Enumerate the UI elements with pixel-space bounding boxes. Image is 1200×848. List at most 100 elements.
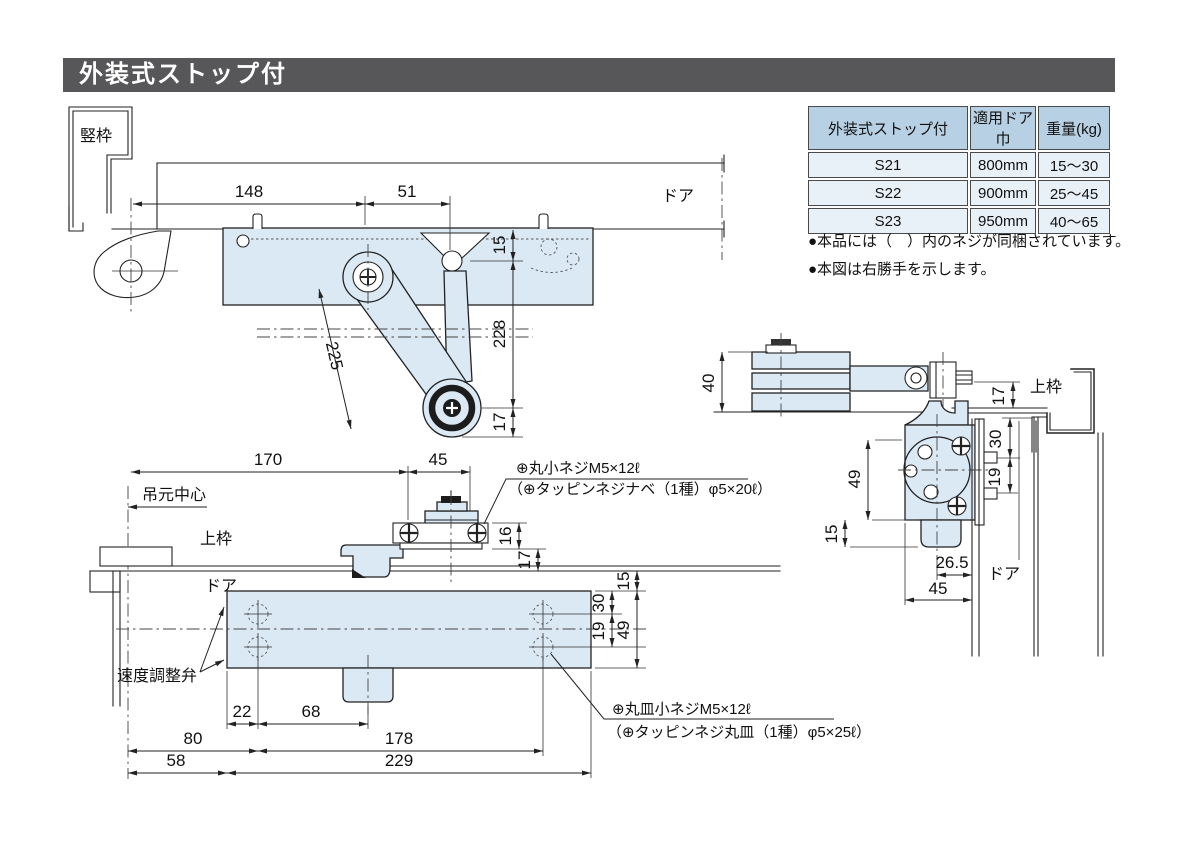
door-label-plan: ドア [662,188,694,205]
section-header-bar: 外装式ストップ付 [63,58,1115,92]
forearm-plan [443,270,473,386]
arm-foot-plan [422,378,482,438]
hinge-wing [93,230,178,299]
pan-screw-line2: （⊕タッピンネジナベ（1種）φ5×20ℓ） [508,481,772,498]
ext-line [850,439,918,548]
mount-bolt [983,487,998,500]
dim-label-178: 178 [385,729,413,748]
mounting-pegs [252,213,549,229]
ext-line [557,590,646,669]
dim-label-58: 58 [167,751,186,770]
phillips-screw [946,495,968,517]
dim-label-22: 22 [233,702,252,721]
dim-label-45: 45 [429,450,448,469]
dim-label-30: 30 [589,594,608,613]
dim-label-17b: 17 [515,551,534,570]
arm-shoe [352,569,366,578]
valve-hole [904,464,918,478]
spec-cell: S23 [808,208,968,234]
spec-col-weight: 重量(kg) [1038,106,1110,150]
flat-screw-line2: （⊕タッピンネジ丸皿（1種）φ5×25ℓ） [607,724,871,741]
ext-line [407,466,471,520]
hinge-center-label: 吊元中心 [142,486,206,504]
dim-label-49b: 49 [845,470,864,489]
dim-label-49: 49 [614,621,633,640]
spec-table: 外装式ストップ付 適用ドア巾 重量(kg) S21 800mm 15〜30 S2… [806,104,1112,236]
spec-row-s23: S23 950mm 40〜65 [808,208,1110,234]
dim-label-229: 229 [385,751,413,770]
spec-col-door-width: 適用ドア巾 [970,106,1036,150]
spec-cell: 40〜65 [1038,208,1110,234]
body-bracket-side [904,400,969,426]
flat-screw-line1: ⊕丸皿小ネジM5×12ℓ [612,701,751,718]
vertical-frame-label: 竪枠 [80,127,112,145]
section-title: 外装式ストップ付 [79,61,287,88]
hidden-stop-detail [530,238,580,273]
speed-valve-label: 速度調整弁 [117,667,197,685]
dim-label-45b: 45 [929,579,948,598]
spec-row-s22: S22 900mm 25〜45 [808,180,1110,206]
door-side [971,416,1104,657]
arm-front [340,544,404,578]
ext-line [974,381,1032,494]
dim-label-15c: 15 [822,525,841,544]
arm-slats-side [751,333,851,418]
speed-valve-arrow [199,606,225,673]
spec-table-header-row: 外装式ストップ付 適用ドア巾 重量(kg) [808,106,1110,150]
dim-label-19b: 19 [985,468,1004,487]
dim-label-225: 225 [322,340,347,372]
ext-line [226,657,592,778]
side-view: 40 上枠 17 30 19 [699,333,1104,657]
pan-screw-line1: ⊕丸小ネジM5×12ℓ [516,460,640,477]
spec-cell: S22 [808,180,968,206]
dim-label-19: 19 [589,622,608,641]
phillips-screw [466,522,488,544]
notes: ●本品には（ ）内のネジが同梱されています。 ●本図は右勝手を示します。 [808,228,1130,284]
speed-valve-arrow [199,659,225,673]
flat-screw-annotation: ⊕丸皿小ネジM5×12ℓ （⊕タッピンネジ丸皿（1種）φ5×25ℓ） [550,653,871,741]
note-right-hand: ●本図は右勝手を示します。 [808,260,996,278]
spec-cell: 25〜45 [1038,180,1110,206]
top-frame-front [89,546,781,593]
arm-pivot [342,244,394,310]
spec-col-model: 外装式ストップ付 [808,106,968,150]
note-included-screws: ●本品には（ ）内のネジが同梱されています。 [808,233,1131,250]
slide-bracket-plan [419,232,491,272]
spec-cell: 15〜30 [1038,152,1110,178]
door-edge-front [112,570,121,707]
dim-label-228: 228 [490,320,509,348]
dim-label-16: 16 [496,527,515,546]
dim-label-26-5: 26.5 [935,553,968,572]
closer-body-front [226,590,592,669]
dim-label-170: 170 [254,450,282,469]
pan-screw-annotation: ⊕丸小ネジM5×12ℓ （⊕タッピンネジナベ（1種）φ5×20ℓ） [483,460,772,525]
dim-label-30b: 30 [986,430,1005,449]
door-label-side: ドア [988,566,1020,583]
closer-body-plan [222,227,594,306]
spec-cell: S21 [808,152,968,178]
break-lines [257,328,533,338]
dim-225 [318,288,352,430]
mount-bolt [983,451,998,464]
valve-hole [917,444,933,460]
frame-bolt [955,370,973,385]
dim-label-68: 68 [302,702,321,721]
dim-label-148: 148 [235,182,263,201]
body-detail-circle [236,234,250,248]
dim-label-15b: 15 [614,572,633,591]
spec-cell: 800mm [970,152,1036,178]
knuckle-pin-inner [910,372,922,384]
pinion-cap-side [920,519,962,548]
slide-bracket-flange [399,542,483,550]
spec-cell: 900mm [970,180,1036,206]
dim-label-15: 15 [490,236,509,255]
top-frame-label-side: 上枠 [1030,378,1062,396]
dim-label-17: 17 [490,413,509,432]
valve-hole [923,484,939,500]
dim-label-17c: 17 [989,387,1008,406]
vertical-frame-profile [68,106,133,232]
plan-view: 竪枠 ドア [68,106,725,438]
dim-label-51: 51 [398,182,417,201]
